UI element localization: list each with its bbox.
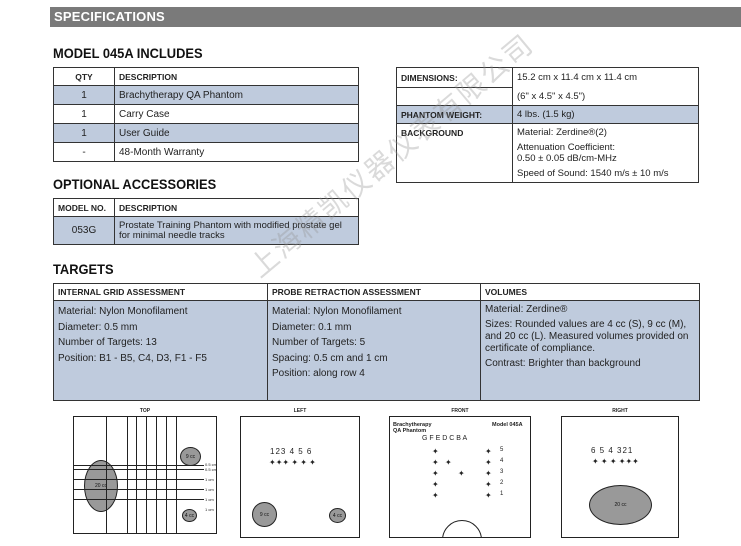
- grid-position: Position: B1 - B5, C4, D3, F1 - F5: [58, 352, 207, 364]
- col-probe: PROBE RETRACTION ASSESSMENT: [267, 283, 481, 301]
- diagram-right-label: RIGHT: [612, 408, 628, 414]
- accessories-table: MODEL NO. DESCRIPTION 053G Prostate Trai…: [53, 198, 359, 245]
- row-number: 4: [500, 458, 504, 464]
- target-20cc: 20 cc: [84, 460, 118, 512]
- tick-label: 1 cm: [205, 497, 214, 502]
- target-20cc: 20 cc: [589, 485, 652, 525]
- background-label: BACKGROUND: [396, 123, 513, 183]
- qty-cell: -: [53, 142, 115, 162]
- probe-count: Number of Targets: 5: [272, 337, 366, 348]
- volumes-contrast: Contrast: Brighter than background: [485, 358, 641, 369]
- row-number: 1: [500, 491, 504, 497]
- includes-title: MODEL 045A INCLUDES: [53, 45, 203, 61]
- desc-cell: User Guide: [114, 123, 359, 143]
- dimensions-inches: (6" x 4.5" x 4.5"): [512, 87, 699, 106]
- col-description: DESCRIPTION: [114, 198, 359, 217]
- target-4cc: 4 cc: [182, 509, 197, 522]
- model-label: Model 045A: [492, 422, 523, 428]
- tick-label: 1 cm: [205, 477, 214, 482]
- volumes-sizes: Sizes: Rounded values are 4 cc (S), 9 cc…: [485, 319, 689, 354]
- desc-cell: 48-Month Warranty: [114, 142, 359, 162]
- position-numbers: 123 4 5 6: [270, 447, 313, 456]
- probe-diameter: Diameter: 0.1 mm: [272, 321, 352, 333]
- row-number: 5: [500, 447, 504, 453]
- grid-count: Number of Targets: 13: [58, 337, 157, 348]
- col-model-no: MODEL NO.: [53, 198, 115, 217]
- speed-of-sound: Speed of Sound: 1540 m/s ± 10 m/s: [517, 168, 669, 179]
- col-volumes: VOLUMES: [480, 283, 700, 301]
- target-4cc: 4 cc: [329, 508, 346, 523]
- qty-cell: 1: [53, 85, 115, 105]
- background-material: Material: Zerdine®(2): [517, 127, 607, 138]
- target-9cc: 9 cc: [180, 447, 201, 466]
- specs-table: DIMENSIONS: 15.2 cm x 11.4 cm x 11.4 cm …: [396, 67, 699, 183]
- target-9cc: 9 cc: [252, 502, 277, 527]
- col-description: DESCRIPTION: [114, 67, 359, 86]
- probe-position: Position: along row 4: [272, 368, 365, 379]
- column-letters: G F E D C B A: [422, 435, 468, 442]
- tick-label: 1 cm: [205, 507, 214, 512]
- targets-table: INTERNAL GRID ASSESSMENT PROBE RETRACTIO…: [53, 283, 700, 401]
- row-number: 2: [500, 480, 504, 486]
- attenuation-value: 0.50 ± 0.05 dB/cm-MHz: [517, 153, 617, 164]
- col-qty: QTY: [53, 67, 115, 86]
- desc-cell: Prostate Training Phantom with modified …: [114, 216, 359, 245]
- dimensions-label: DIMENSIONS:: [396, 67, 513, 88]
- weight-label: PHANTOM WEIGHT:: [396, 105, 513, 124]
- tick-label: 0.5 cm: [205, 462, 218, 467]
- position-numbers: 6 5 4 321: [591, 446, 634, 455]
- target-markers: ✦✦✦ ✦ ✦ ✦: [269, 458, 316, 467]
- attenuation-label: Attenuation Coefficient:: [517, 142, 616, 153]
- brand-line-2: QA Phantom: [393, 428, 427, 434]
- diagram-front-label: FRONT: [451, 408, 469, 414]
- diagram-top: TOP 20 cc 9 cc 4 cc 0.5 cm 0.5 cm 1 cm 1…: [73, 408, 217, 534]
- diagram-right-frame: 6 5 4 321 ✦ ✦ ✦ ✦✦✦ 20 cc: [561, 416, 679, 538]
- probe-opening: [442, 520, 482, 537]
- table-row: 1 Brachytherapy QA Phantom: [53, 85, 359, 105]
- volumes-material: Material: Zerdine®: [485, 304, 568, 315]
- diagram-right: RIGHT 6 5 4 321 ✦ ✦ ✦ ✦✦✦ 20 cc: [561, 408, 679, 538]
- probe-material: Material: Nylon Monofilament: [272, 306, 402, 317]
- targets-title: TARGETS: [53, 261, 114, 277]
- target-markers: ✦ ✦ ✦ ✦✦✦: [592, 457, 639, 466]
- desc-cell: Carry Case: [114, 104, 359, 124]
- section-title: SPECIFICATIONS: [54, 9, 165, 24]
- diagram-top-label: TOP: [139, 408, 151, 414]
- tick-label: 1 cm: [205, 487, 214, 492]
- diagram-left-frame: 123 4 5 6 ✦✦✦ ✦ ✦ ✦ 9 cc 4 cc: [240, 416, 360, 538]
- diagram-top-frame: 20 cc 9 cc 4 cc 0.5 cm 0.5 cm 1 cm 1 cm …: [73, 416, 217, 534]
- table-row: 053G Prostate Training Phantom with modi…: [53, 216, 359, 245]
- diagram-left: LEFT 123 4 5 6 ✦✦✦ ✦ ✦ ✦ 9 cc 4 cc: [240, 408, 360, 538]
- tick-label: 0.5 cm: [205, 467, 218, 472]
- accessories-title: OPTIONAL ACCESSORIES: [53, 176, 217, 192]
- weight-value: 4 lbs. (1.5 kg): [512, 105, 699, 124]
- dimensions-value: 15.2 cm x 11.4 cm x 11.4 cm: [512, 67, 699, 88]
- qty-cell: 1: [53, 104, 115, 124]
- grid-diameter: Diameter: 0.5 mm: [58, 321, 138, 333]
- diagram-left-label: LEFT: [293, 408, 307, 414]
- diagram-front: FRONT Brachytherapy QA Phantom Model 045…: [389, 408, 531, 538]
- brand-line-1: Brachytherapy: [393, 422, 432, 428]
- qty-cell: 1: [53, 123, 115, 143]
- diagram-front-frame: Brachytherapy QA Phantom Model 045A G F …: [389, 416, 531, 538]
- table-row: 1 User Guide: [53, 123, 359, 143]
- table-row: 1 Carry Case: [53, 104, 359, 124]
- includes-table: QTY DESCRIPTION 1 Brachytherapy QA Phant…: [53, 67, 359, 162]
- grid-material: Material: Nylon Monofilament: [58, 306, 188, 317]
- model-cell: 053G: [53, 216, 115, 245]
- row-number: 3: [500, 469, 504, 475]
- col-grid: INTERNAL GRID ASSESSMENT: [53, 283, 268, 301]
- table-row: - 48-Month Warranty: [53, 142, 359, 162]
- desc-cell: Brachytherapy QA Phantom: [114, 85, 359, 105]
- probe-spacing: Spacing: 0.5 cm and 1 cm: [272, 352, 388, 364]
- section-header: SPECIFICATIONS: [50, 7, 741, 27]
